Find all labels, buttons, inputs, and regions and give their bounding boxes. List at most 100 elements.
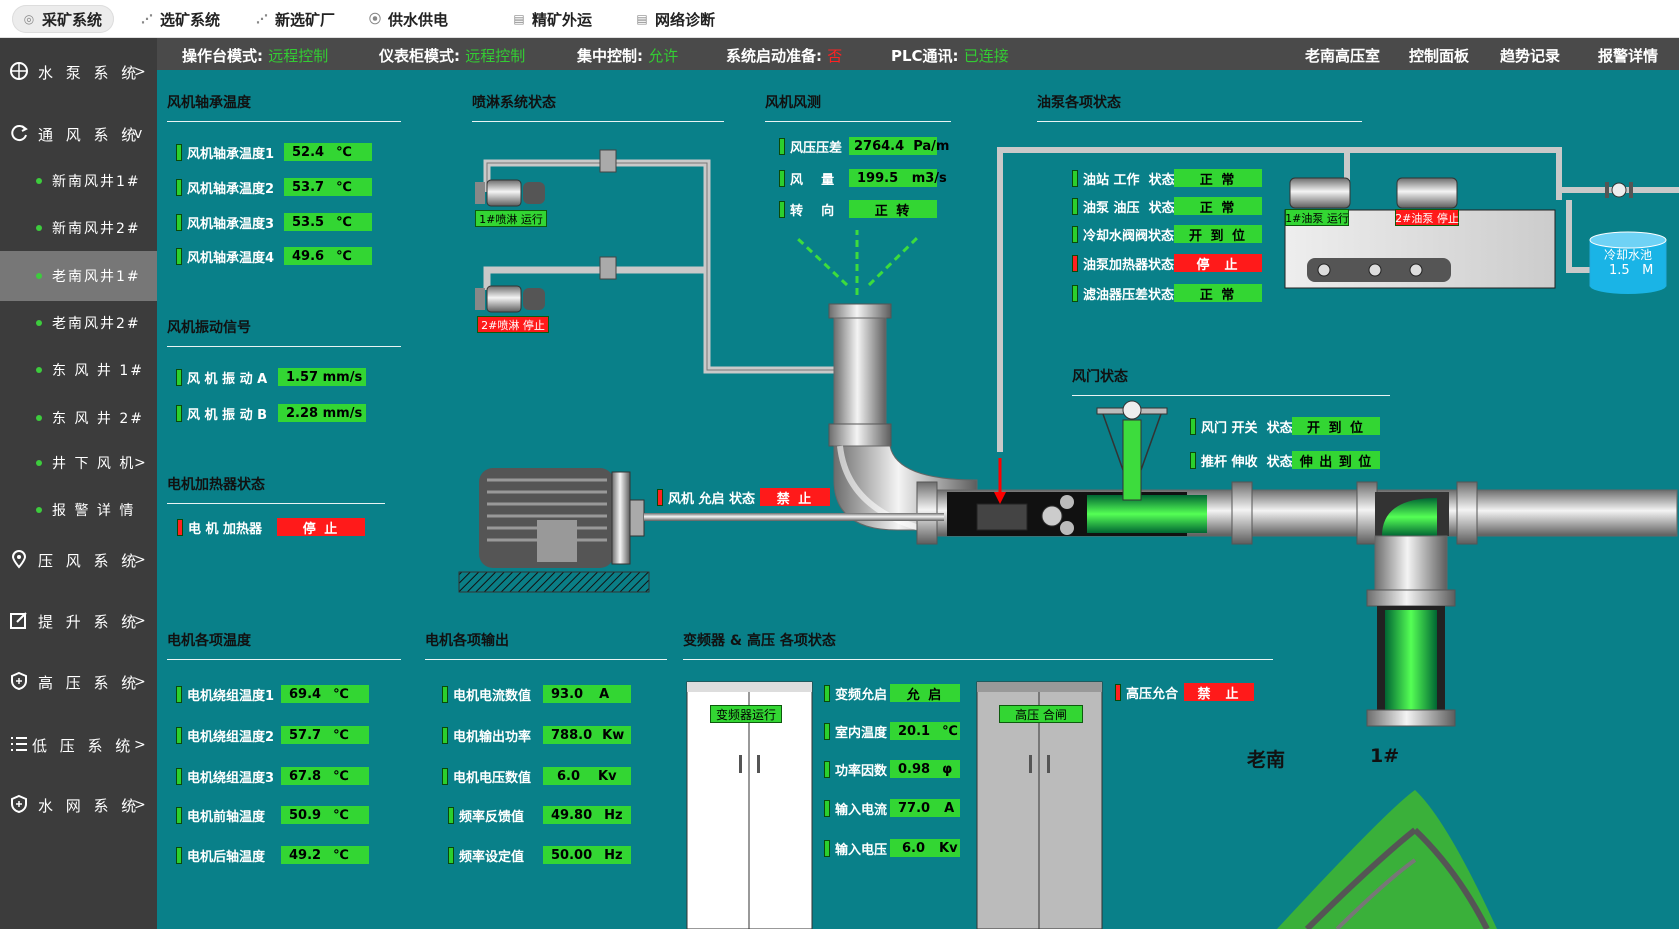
value-text: 52.4 (292, 144, 325, 160)
share-icon: ⋰ (141, 12, 153, 26)
oil-pressure-label: 油泵 油压 状态 (1072, 197, 1175, 216)
unit-text: ℃ (336, 144, 352, 160)
shaft-arrow-art (1277, 790, 1497, 929)
status-plc-comm: PLC通讯: 已连接 (891, 45, 1009, 66)
hv-allow-label: 高压允合 (1114, 683, 1178, 702)
unit-text: Kv (598, 768, 617, 784)
sidebar-item-label: 水 网 系 统 (38, 796, 141, 815)
sidebar-item-ventilation[interactable]: 通 风 系 统 v (0, 112, 157, 156)
fan-motor (458, 468, 944, 593)
sidebar-sub-dongfeng-2[interactable]: 东 风 井 2# (0, 393, 157, 443)
oil-station (1284, 177, 1556, 289)
value-text: 69.4 (289, 686, 322, 702)
winding-temp-3-value: 67.8℃ (281, 767, 369, 785)
value-text: 0.98 (898, 761, 931, 777)
sidebar-sub-xinnan-2[interactable]: 新南风井2# (0, 203, 157, 253)
refresh-icon (11, 125, 28, 142)
status-cabinet-mode: 仪表柜模式: 远程控制 (379, 45, 525, 66)
sidebar-item-hoist[interactable]: 提 升 系 统 > (0, 599, 157, 643)
room-temp-label: 室内温度 (823, 722, 887, 741)
status-start-ready: 系统启动准备: 否 (726, 45, 842, 66)
sidebar-item-low-voltage[interactable]: 低 压 系 统 > (0, 723, 157, 767)
wind-pressure-value: 2764.4 Pa/m (849, 137, 949, 155)
vfd-cabinet (686, 681, 813, 929)
top-nav-transport[interactable]: ▤ 精矿外运 (512, 5, 592, 33)
sidebar-sub-underground-fan[interactable]: 井 下 风 机> (0, 438, 157, 488)
document-icon: ▤ (513, 12, 525, 26)
value-text: 49.2 (289, 847, 322, 863)
sidebar-item-compressed-air[interactable]: 压 风 系 统 > (0, 538, 157, 582)
link-control-panel[interactable]: 控制面板 (1409, 47, 1470, 65)
sidebar-sub-label: 东 风 井 1# (52, 363, 144, 379)
top-nav-label: 精矿外运 (532, 10, 593, 29)
section-title-spray: 喷淋系统状态 (472, 92, 724, 122)
unit-text: ℃ (333, 727, 349, 743)
section-title-vfd: 变频器 & 高压 各项状态 (683, 630, 1273, 660)
shaft-name: 老南 (1247, 749, 1286, 771)
input-voltage-label: 输入电压 (823, 839, 887, 858)
damper-switch-label: 风门 开关 状态 (1190, 417, 1293, 436)
spray-pump-2-status: 2#喷淋 停止 (477, 316, 549, 333)
link-hv-room[interactable]: 老南高压室 (1305, 47, 1381, 65)
hv-cabinet (976, 681, 1103, 929)
freq-feedback-label: 频率反馈值 (447, 806, 524, 825)
bullet-icon (36, 367, 42, 373)
vibration-b-value: 2.28 mm/s (278, 404, 366, 422)
sidebar-item-water-network[interactable]: 水 网 系 统 > (0, 783, 157, 827)
status-label: 仪表柜模式: (379, 47, 460, 65)
bearing-temp-4-label: 风机轴承温度4 (175, 247, 274, 266)
wind-pressure-label: 风压压差 (778, 137, 842, 156)
edit-icon (10, 612, 27, 629)
oil-station-label: 油站 工作 状态 (1072, 169, 1175, 188)
status-label: 系统启动准备: (726, 47, 822, 65)
status-label: PLC通讯: (891, 47, 959, 65)
oil-filter-value: 正 常 (1174, 284, 1262, 303)
hv-allow-value: 禁 止 (1184, 683, 1254, 702)
sidebar-item-high-voltage[interactable]: 高 压 系 统 > (0, 660, 157, 704)
rotation-value: 正 转 (849, 200, 937, 219)
status-label: 集中控制: (577, 47, 643, 65)
unit-text: ℃ (333, 686, 349, 702)
chevron-right-icon: > (134, 613, 146, 629)
fan-allow-value: 禁 止 (760, 488, 830, 507)
bearing-temp-1-label: 风机轴承温度1 (175, 143, 274, 162)
top-nav-beneficiation[interactable]: ⋰ 选矿系统 (140, 5, 220, 33)
status-value: 否 (827, 47, 843, 65)
sidebar-item-label: 提 升 系 统 (38, 612, 141, 631)
main-panel: 风机轴承温度 风机轴承温度1 52.4℃ 风机轴承温度2 53.7℃ 风机轴承温… (157, 70, 1679, 929)
top-nav-new-plant[interactable]: ⋰ 新选矿厂 (255, 5, 335, 33)
cooling-tank-level: 1.5 M (1609, 263, 1654, 278)
list-icon (11, 737, 27, 751)
sidebar-sub-alarm-detail[interactable]: 报 警 详 情 (0, 485, 157, 535)
power-factor-label: 功率因数 (823, 760, 887, 779)
sidebar-sub-xinnan-1[interactable]: 新南风井1# (0, 156, 157, 206)
oil-pump-2-status: 2#油泵 停止 (1395, 209, 1459, 226)
unit-text: Kv (939, 840, 958, 856)
winding-temp-1-label: 电机绕组温度1 (175, 685, 274, 704)
pushrod-value: 伸 出 到 位 (1292, 451, 1380, 470)
top-nav-water-power[interactable]: ⦿ 供水供电 (368, 5, 448, 33)
motor-heater-value: 停 止 (277, 518, 365, 537)
spray-pipes (483, 159, 837, 374)
link-trend-record[interactable]: 趋势记录 (1500, 47, 1561, 65)
sidebar-sub-laonan-2[interactable]: 老南风井2# (0, 298, 157, 348)
sidebar-sub-label: 新南风井2# (52, 221, 141, 237)
sidebar-sub-dongfeng-1[interactable]: 东 风 井 1# (0, 345, 157, 395)
hv-closed-status: 高压 合闸 (999, 705, 1083, 723)
fan-hub (976, 495, 1074, 535)
top-nav-mining[interactable]: ◎ 采矿系统 (12, 5, 115, 33)
value-text: 50.9 (289, 807, 322, 823)
freq-setpoint-label: 频率设定值 (447, 846, 524, 865)
sidebar-item-water-pump[interactable]: 水 泵 系 统 > (0, 50, 157, 94)
oil-station-value: 正 常 (1174, 169, 1262, 188)
link-alarm-detail[interactable]: 报警详情 (1598, 47, 1659, 65)
top-nav-network[interactable]: ▤ 网络诊断 (635, 5, 715, 33)
sidebar-sub-laonan-1[interactable]: 老南风井1# (0, 251, 157, 301)
oil-pressure-value: 正 常 (1174, 197, 1262, 216)
section-title-damper: 风门状态 (1072, 366, 1390, 396)
